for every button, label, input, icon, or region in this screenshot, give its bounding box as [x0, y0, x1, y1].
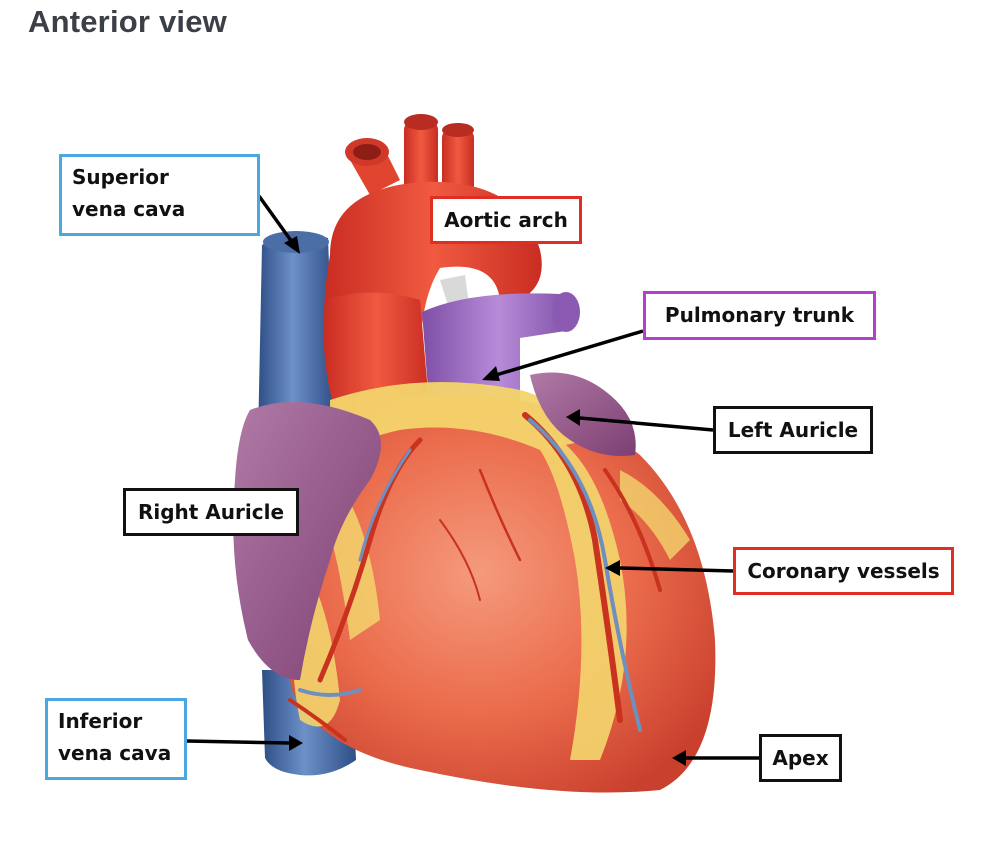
label-left-auricle-text: Left Auricle: [727, 417, 859, 442]
label-coronary-vessels: Coronary vessels: [733, 547, 954, 595]
page-title: Anterior view: [28, 4, 227, 39]
label-apex: Apex: [759, 734, 842, 782]
right-auricle-shape: [233, 402, 381, 680]
label-inferior-vena-cava-line2: vena cava: [58, 741, 172, 765]
label-inferior-vena-cava-line1: Inferior: [58, 709, 143, 733]
label-right-auricle: Right Auricle: [123, 488, 299, 536]
label-coronary-vessels-text: Coronary vessels: [747, 558, 940, 583]
left-auricle-shape: [530, 372, 636, 456]
pointer-arrows: [186, 194, 759, 766]
label-inferior-vena-cava: Inferior vena cava: [45, 698, 187, 780]
label-right-auricle-text: Right Auricle: [137, 499, 285, 524]
label-aortic-arch: Aortic arch: [430, 196, 582, 244]
label-pulmonary-trunk: Pulmonary trunk: [643, 291, 876, 340]
label-superior-vena-cava-line1: Superior: [72, 165, 169, 189]
label-apex-text: Apex: [772, 745, 829, 770]
superior-vena-cava-shape: [258, 234, 335, 440]
coronary-vessels-shape: [288, 412, 662, 742]
label-superior-vena-cava: Superior vena cava: [59, 154, 260, 236]
label-aortic-arch-text: Aortic arch: [444, 207, 568, 232]
label-left-auricle: Left Auricle: [713, 406, 873, 454]
label-pulmonary-trunk-text: Pulmonary trunk: [664, 303, 855, 327]
label-superior-vena-cava-line2: vena cava: [72, 197, 186, 221]
